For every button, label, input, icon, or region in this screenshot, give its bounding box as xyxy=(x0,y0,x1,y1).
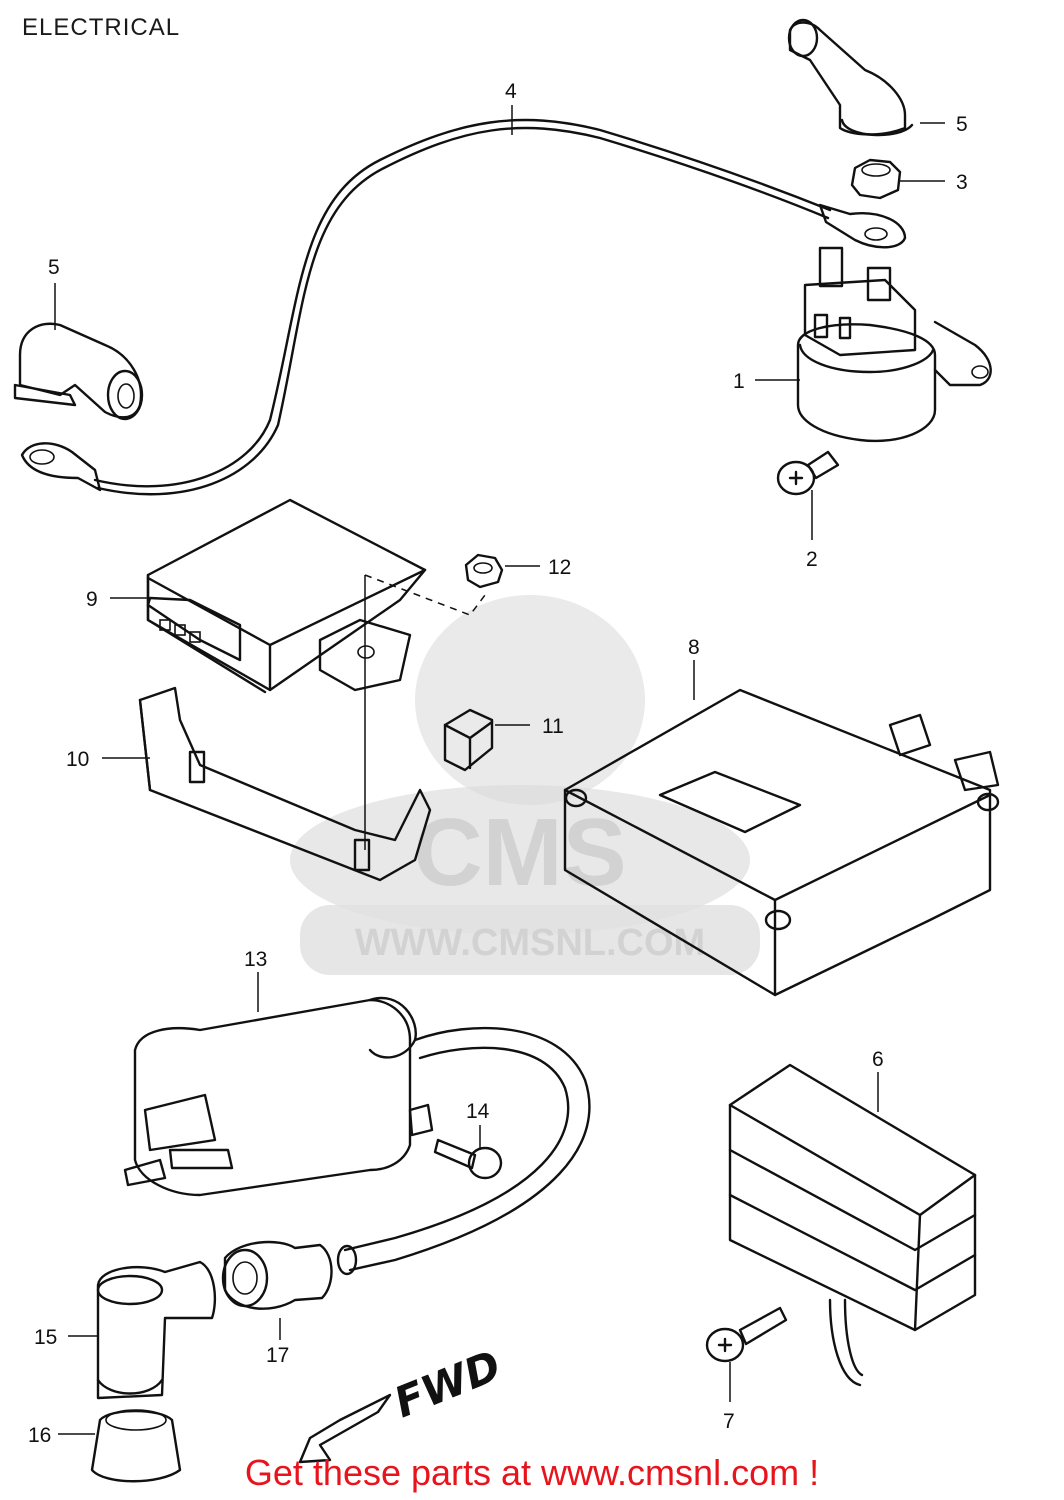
leader-lines xyxy=(54,105,945,1435)
fwd-label: FWD xyxy=(387,1341,507,1428)
callout-5-right: 5 xyxy=(956,113,968,136)
watermark-url: WWW.CMSNL.COM xyxy=(355,922,705,964)
callout-1: 1 xyxy=(733,370,745,393)
part-17-joint[interactable] xyxy=(221,1240,333,1310)
part-5-boot-left[interactable] xyxy=(13,322,144,421)
callout-2: 2 xyxy=(806,548,818,571)
forward-direction-arrow: FWD xyxy=(298,1341,508,1464)
callout-14: 14 xyxy=(466,1100,490,1123)
footer-link[interactable]: Get these parts at www.cmsnl.com ! xyxy=(244,1452,820,1493)
callout-6: 6 xyxy=(872,1048,884,1071)
part-1-starter-relay[interactable] xyxy=(796,246,992,443)
callout-16: 16 xyxy=(28,1424,51,1447)
part-4-cable[interactable] xyxy=(20,118,907,496)
callout-3: 3 xyxy=(956,171,968,194)
part-8-regulator-box[interactable] xyxy=(563,688,1000,997)
callout-9: 9 xyxy=(86,588,98,611)
part-5-boot-right[interactable] xyxy=(787,18,914,137)
part-7-bolt[interactable] xyxy=(705,1306,788,1363)
part-11-clip[interactable] xyxy=(443,708,494,772)
part-15-plug-cap[interactable] xyxy=(96,1260,217,1400)
part-2-screw[interactable] xyxy=(776,450,840,496)
callout-5-left: 5 xyxy=(48,256,60,279)
part-16-seal[interactable] xyxy=(90,1409,182,1483)
callout-labels: 1 2 3 4 5 5 6 7 8 9 10 11 12 13 14 15 16… xyxy=(28,80,968,1447)
callout-15: 15 xyxy=(34,1326,57,1349)
part-6-heat-sink[interactable] xyxy=(728,1063,977,1387)
callout-8: 8 xyxy=(688,636,700,659)
callout-13: 13 xyxy=(244,948,267,971)
part-13-ignition-coil[interactable] xyxy=(123,996,591,1276)
callout-11: 11 xyxy=(542,715,564,738)
part-10-bracket[interactable] xyxy=(138,686,432,882)
callout-4: 4 xyxy=(505,80,517,103)
callout-10: 10 xyxy=(66,748,89,771)
callout-7: 7 xyxy=(723,1410,735,1433)
callout-12: 12 xyxy=(548,556,571,579)
callout-17: 17 xyxy=(266,1344,289,1367)
part-12-nut[interactable] xyxy=(464,553,504,589)
part-9-cdi-unit[interactable] xyxy=(146,498,427,694)
page-title: ELECTRICAL xyxy=(22,14,181,41)
watermark-logo: CMS xyxy=(413,799,626,906)
part-14-screw[interactable] xyxy=(433,1138,503,1180)
part-3-nut[interactable] xyxy=(850,158,902,200)
